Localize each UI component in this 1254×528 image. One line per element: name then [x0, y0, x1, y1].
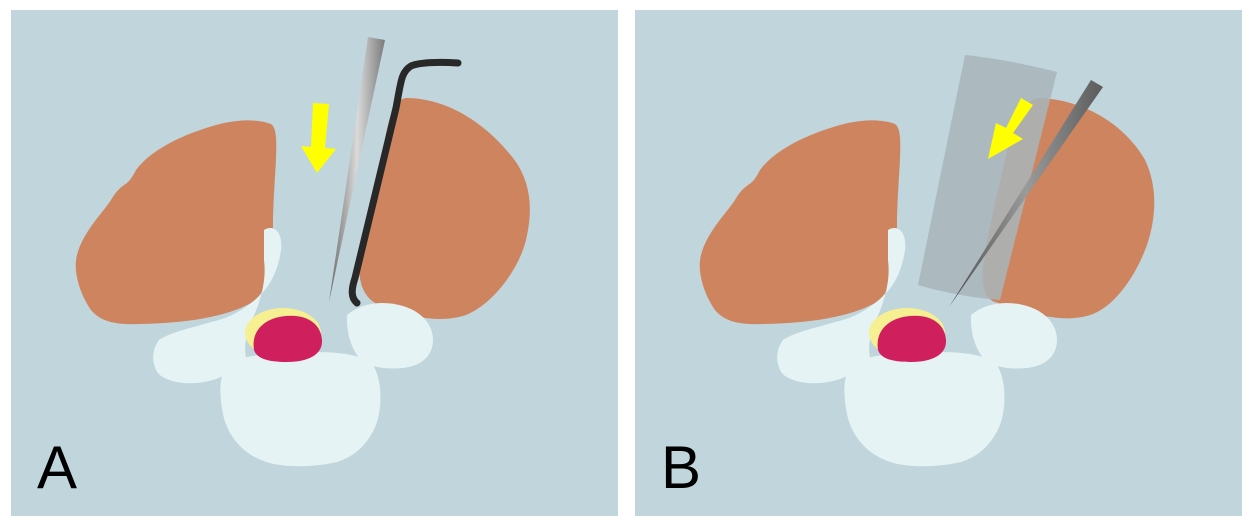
vertebra — [777, 228, 1057, 467]
panel-b-illustration — [635, 10, 1242, 516]
panel-label-b: B — [661, 434, 702, 501]
needle-icon — [949, 80, 1103, 307]
panel-a-illustration — [11, 10, 618, 516]
left-muscle — [75, 120, 277, 325]
yellow-direction-arrow — [301, 103, 336, 173]
right-muscle — [359, 98, 530, 319]
panel-b: B — [635, 10, 1242, 516]
yellow-direction-arrow — [988, 98, 1033, 159]
vertebra — [153, 228, 433, 467]
panel-label-a: A — [37, 434, 78, 501]
nerve-core — [253, 315, 323, 362]
left-muscle — [699, 120, 901, 325]
needle-icon — [329, 37, 385, 302]
guide-wire-icon — [348, 58, 462, 307]
nerve-core — [877, 315, 947, 362]
panel-a: A — [11, 10, 618, 516]
